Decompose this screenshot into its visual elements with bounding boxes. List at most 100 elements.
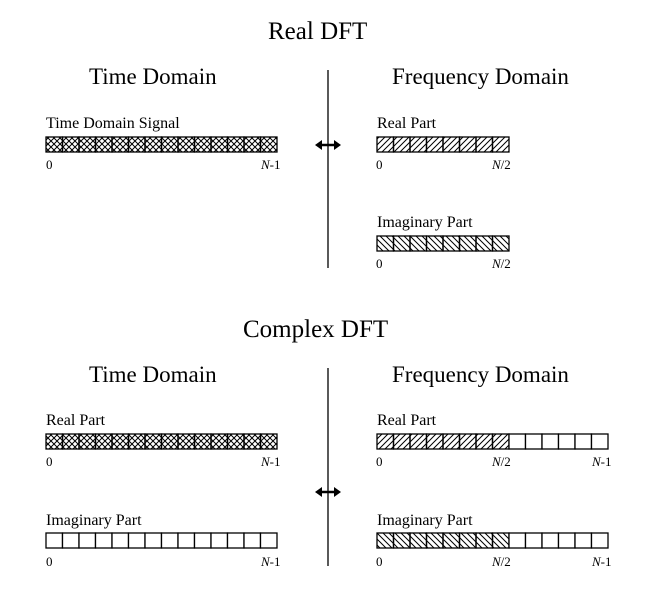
real-dft-time-signal-end-tick: N-1 xyxy=(261,157,281,172)
sample-cell-hatched xyxy=(210,136,229,153)
real-dft-freq-imag-end-tick: N/2 xyxy=(492,256,511,271)
complex-dft-time-real-array xyxy=(45,433,278,450)
sample-cell-hatched xyxy=(392,532,411,549)
real-dft-time-signal-start-tick: 0 xyxy=(46,157,53,172)
sample-cell-hatched xyxy=(442,235,461,252)
complex-dft-title: Complex DFT xyxy=(243,316,389,343)
sample-cell-hatched xyxy=(226,433,245,450)
complex-dft-time-imag-array xyxy=(45,532,278,549)
complex-dft-time-real-label: Real Part xyxy=(46,412,106,429)
sample-cell-hatched xyxy=(442,532,461,549)
sample-cell-hatched xyxy=(425,235,444,252)
sample-cell-empty xyxy=(557,433,576,450)
real-dft-freq-imag-label: Imaginary Part xyxy=(377,214,473,231)
sample-cell-empty xyxy=(144,532,163,549)
sample-cell-hatched xyxy=(491,433,510,450)
sample-cell-empty xyxy=(557,532,576,549)
sample-cell-empty xyxy=(61,532,80,549)
sample-cell-hatched xyxy=(144,136,163,153)
complex-dft-freq-real-label: Real Part xyxy=(377,412,437,429)
complex-dft-freq-real-start-tick: 0 xyxy=(376,454,383,469)
real-dft-freq-real-label: Real Part xyxy=(377,115,437,132)
complex-dft-freq-real-array xyxy=(376,433,609,450)
real-dft-time-heading: Time Domain xyxy=(89,64,217,89)
sample-cell-hatched xyxy=(475,433,494,450)
sample-cell-hatched xyxy=(226,136,245,153)
complex-dft-time-imag-start-tick: 0 xyxy=(46,554,53,569)
sample-cell-hatched xyxy=(425,532,444,549)
sample-cell-hatched xyxy=(475,235,494,252)
sample-cell-hatched xyxy=(61,136,80,153)
complex-dft-freq-real-mid-tick: N/2 xyxy=(492,454,511,469)
sample-cell-hatched xyxy=(111,136,130,153)
sample-cell-hatched xyxy=(193,433,212,450)
sample-cell-hatched xyxy=(409,136,428,153)
sample-cell-hatched xyxy=(259,433,278,450)
sample-cell-hatched xyxy=(193,136,212,153)
sample-cell-hatched xyxy=(160,136,179,153)
sample-cell-hatched xyxy=(491,532,510,549)
sample-cell-hatched xyxy=(392,235,411,252)
complex-dft-freq-imag-label: Imaginary Part xyxy=(377,512,473,529)
sample-cell-hatched xyxy=(392,136,411,153)
sample-cell-empty xyxy=(243,532,262,549)
sample-cell-empty xyxy=(45,532,64,549)
sample-cell-hatched xyxy=(127,433,146,450)
sample-cell-empty xyxy=(524,532,543,549)
sample-cell-hatched xyxy=(425,136,444,153)
sample-cell-empty xyxy=(574,433,593,450)
sample-cell-hatched xyxy=(458,136,477,153)
sample-cell-empty xyxy=(508,532,527,549)
real-dft-freq-real-start-tick: 0 xyxy=(376,157,383,172)
sample-cell-empty xyxy=(111,532,130,549)
sample-cell-hatched xyxy=(243,433,262,450)
sample-cell-hatched xyxy=(144,433,163,450)
real-dft-title: Real DFT xyxy=(268,18,368,45)
complex-dft-time-real-end-tick: N-1 xyxy=(261,454,281,469)
sample-cell-empty xyxy=(541,433,560,450)
sample-cell-hatched xyxy=(491,235,510,252)
sample-cell-empty xyxy=(127,532,146,549)
sample-cell-hatched xyxy=(409,433,428,450)
sample-cell-hatched xyxy=(45,433,64,450)
sample-cell-hatched xyxy=(409,532,428,549)
real-dft-freq-imag-array xyxy=(376,235,510,252)
sample-cell-empty xyxy=(508,433,527,450)
sample-cell-hatched xyxy=(210,433,229,450)
sample-cell-hatched xyxy=(442,136,461,153)
complex-dft-freq-imag-mid-tick: N/2 xyxy=(492,554,511,569)
complex-dft-time-real-start-tick: 0 xyxy=(46,454,53,469)
complex-dft-freq-heading: Frequency Domain xyxy=(392,362,569,387)
sample-cell-hatched xyxy=(409,235,428,252)
sample-cell-empty xyxy=(78,532,97,549)
real-dft-freq-heading: Frequency Domain xyxy=(392,64,569,89)
real-dft-freq-imag-start-tick: 0 xyxy=(376,256,383,271)
sample-cell-hatched xyxy=(458,532,477,549)
sample-cell-empty xyxy=(160,532,179,549)
sample-cell-hatched xyxy=(376,235,395,252)
sample-cell-hatched xyxy=(127,136,146,153)
sample-cell-hatched xyxy=(475,136,494,153)
complex-dft-freq-imag-end-tick: N-1 xyxy=(592,554,612,569)
real-dft-double-arrow-icon xyxy=(315,140,341,150)
sample-cell-hatched xyxy=(177,433,196,450)
complex-dft-time-imag-end-tick: N-1 xyxy=(261,554,281,569)
sample-cell-hatched xyxy=(392,433,411,450)
sample-cell-hatched xyxy=(458,235,477,252)
sample-cell-empty xyxy=(177,532,196,549)
sample-cell-hatched xyxy=(475,532,494,549)
sample-cell-hatched xyxy=(442,433,461,450)
sample-cell-hatched xyxy=(376,433,395,450)
sample-cell-hatched xyxy=(94,433,113,450)
real-dft-freq-real-end-tick: N/2 xyxy=(492,157,511,172)
sample-cell-hatched xyxy=(376,136,395,153)
sample-cell-hatched xyxy=(458,433,477,450)
sample-cell-empty xyxy=(541,532,560,549)
real-dft-freq-real-array xyxy=(376,136,510,153)
sample-cell-empty xyxy=(574,532,593,549)
sample-cell-hatched xyxy=(111,433,130,450)
sample-cell-hatched xyxy=(160,433,179,450)
sample-cell-hatched xyxy=(94,136,113,153)
sample-cell-hatched xyxy=(491,136,510,153)
